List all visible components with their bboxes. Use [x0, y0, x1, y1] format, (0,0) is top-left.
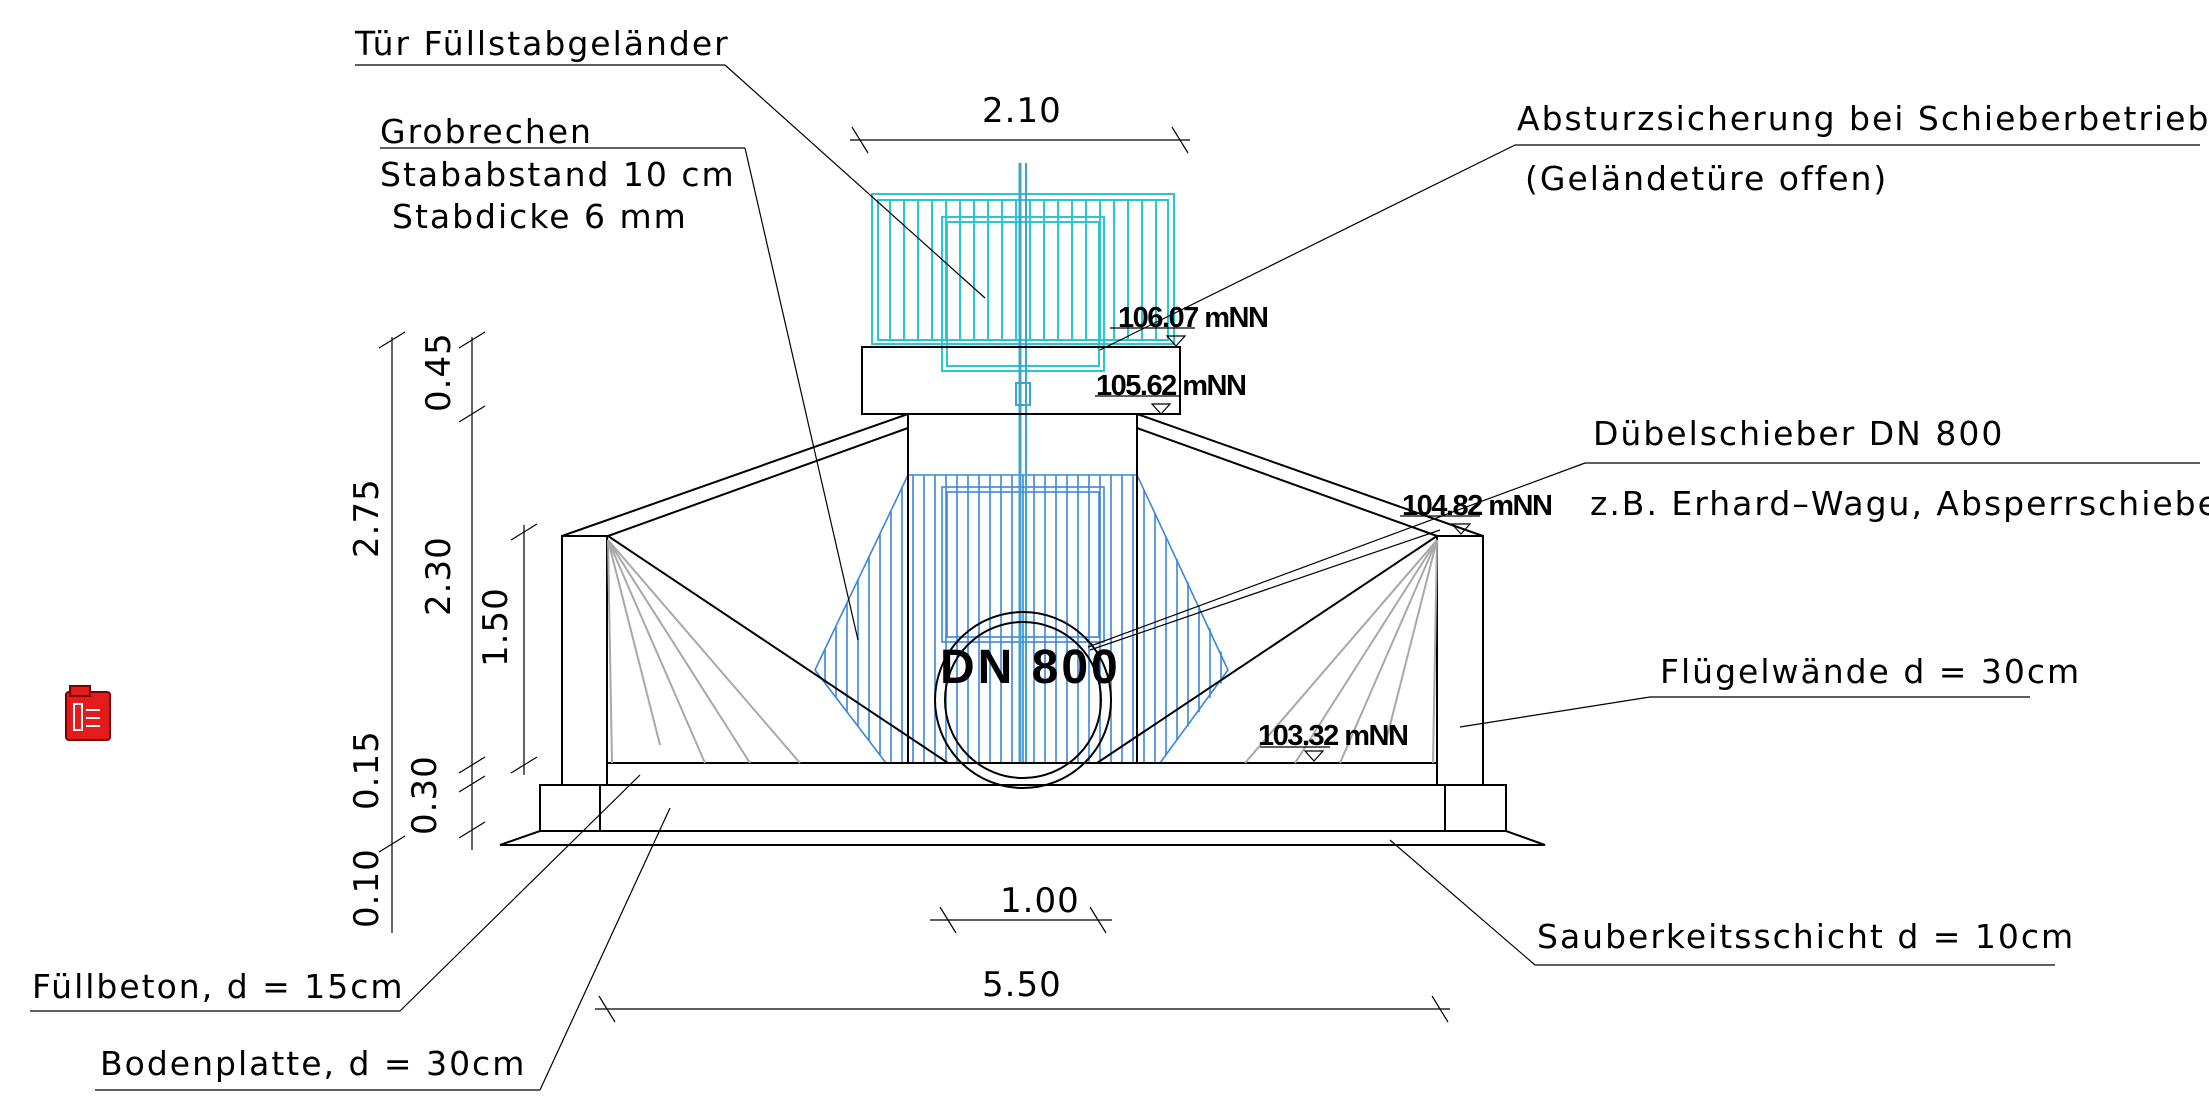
document-icon[interactable] [65, 685, 111, 741]
dim-pipe-width: 1.00 [1000, 881, 1080, 921]
pipe-dn800 [934, 611, 1112, 789]
label-tuer: Tür Füllstabgeländer [354, 24, 730, 63]
railing [871, 193, 1175, 372]
level-103-32: 103.32 mNN [1258, 720, 1407, 752]
label-duebel: Dübelschieber DN 800 [1593, 414, 2004, 453]
label-sauberkeit: Sauberkeitsschicht d = 10cm [1537, 917, 2075, 956]
pipe-label: DN 800 [940, 641, 1121, 694]
label-stabdicke: Stabdicke 6 mm [392, 197, 688, 236]
structure [499, 346, 1546, 846]
dim-slab: 0.30 [405, 755, 445, 835]
wing-hatching [607, 539, 1438, 764]
level-104-82: 104.82 mNN [1402, 490, 1551, 522]
dim-base-width: 5.50 [982, 965, 1062, 1005]
dimension-values: 2.10 1.00 5.50 2.75 0.45 2.30 1.50 0.15 … [347, 91, 1080, 1005]
level-markers: 106.07 mNN 105.62 mNN 104.82 mNN 103.32 … [1095, 302, 1553, 762]
label-erhard: z.B. Erhard–Wagu, Absperrschieber [1590, 484, 2209, 523]
dim-fill: 0.15 [347, 730, 387, 810]
level-105-62: 105.62 mNN [1096, 370, 1245, 402]
label-absturz: Absturzsicherung bei Schieberbetrieb [1517, 99, 2209, 138]
dim-top-width: 2.10 [982, 91, 1062, 131]
annotations: Tür Füllstabgeländer Grobrechen Stababst… [32, 24, 2209, 1083]
dim-clean: 0.10 [347, 848, 387, 928]
dim-total-height: 2.75 [347, 478, 387, 558]
label-grobrechen: Grobrechen [380, 112, 593, 151]
dimension-lines [378, 126, 1450, 1023]
leader-lines [30, 64, 2200, 1091]
label-stababstand: Stababstand 10 cm [380, 155, 736, 194]
label-fuellbeton: Füllbeton, d = 15cm [32, 967, 405, 1006]
label-fluegel: Flügelwände d = 30cm [1660, 652, 2081, 691]
dim-upper: 0.45 [419, 332, 459, 412]
label-gelaende: (Geländetüre offen) [1525, 159, 1888, 198]
spindle [1015, 163, 1031, 763]
level-106-07: 106.07 mNN [1118, 302, 1267, 334]
dim-wall: 2.30 [419, 536, 459, 616]
label-bodenplatte: Bodenplatte, d = 30cm [100, 1044, 526, 1083]
dim-wing: 1.50 [476, 587, 516, 667]
